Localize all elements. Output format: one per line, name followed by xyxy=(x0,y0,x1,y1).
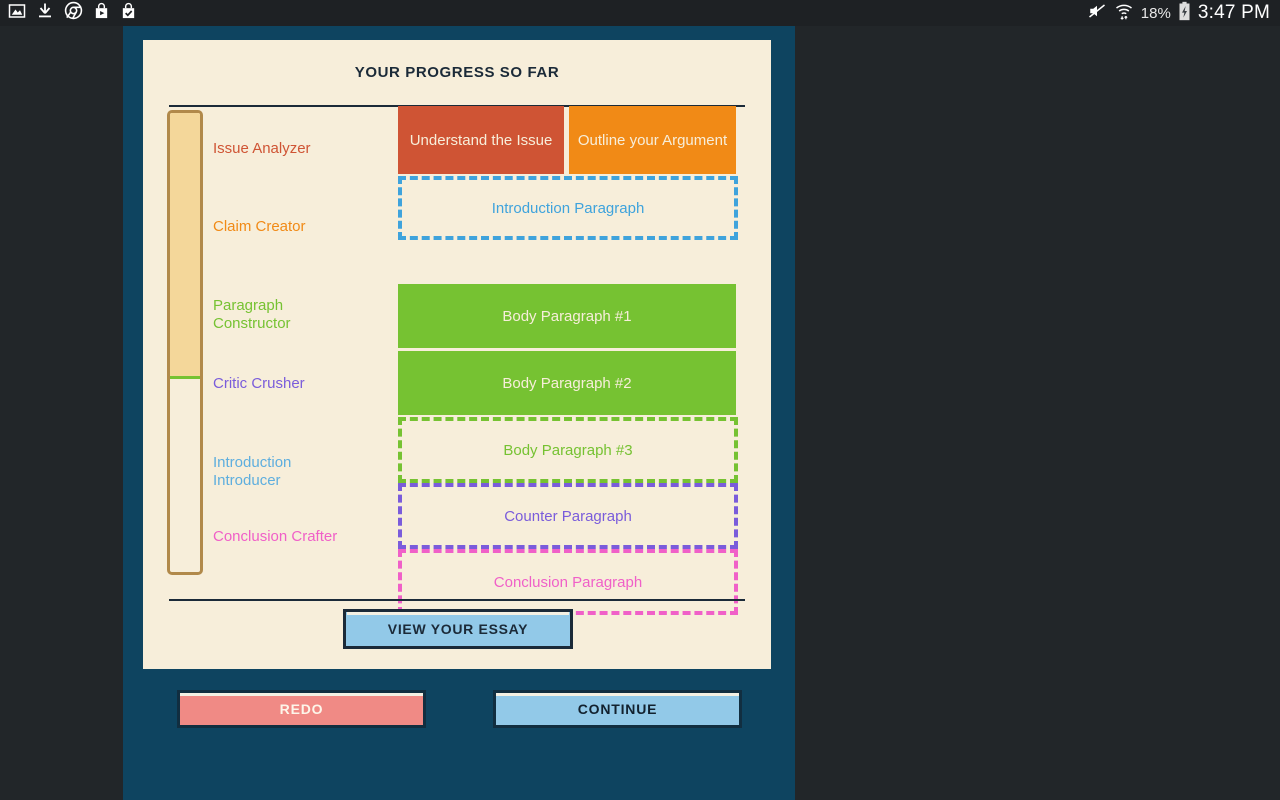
status-bar-clock: 3:47 PM xyxy=(1197,2,1270,23)
stage-label-line: Constructor xyxy=(213,315,291,332)
stage-label-line: Issue Analyzer xyxy=(213,140,311,157)
download-icon xyxy=(36,2,54,25)
stage-label-line: Paragraph xyxy=(213,297,284,314)
photo-icon xyxy=(8,2,26,25)
status-bar-system-icons: 18% 3:47 PM xyxy=(1087,1,1280,26)
view-essay-button[interactable]: VIEW YOUR ESSAY xyxy=(343,609,573,649)
redo-button[interactable]: REDO xyxy=(177,690,426,728)
essay-block-complete[interactable]: Body Paragraph #1 xyxy=(398,284,736,348)
essay-block-complete[interactable]: Outline your Argument xyxy=(569,106,736,174)
battery-percent-label: 18% xyxy=(1140,4,1171,22)
essay-block-pending[interactable]: Counter Paragraph xyxy=(398,483,738,549)
stage-label-line: Introducer xyxy=(213,472,281,489)
stage-label-line: Claim Creator xyxy=(213,218,306,235)
battery-charging-icon xyxy=(1178,1,1191,26)
essay-block-pending[interactable]: Introduction Paragraph xyxy=(398,176,738,240)
progress-bar-fill xyxy=(170,113,200,380)
continue-button[interactable]: CONTINUE xyxy=(493,690,742,728)
divider-bottom xyxy=(169,599,745,601)
app-installed-icon xyxy=(120,2,137,25)
stage-label-line: Introduction xyxy=(213,454,292,471)
page-title: YOUR PROGRESS SO FAR xyxy=(354,64,560,81)
stage-label-line: Critic Crusher xyxy=(213,375,305,392)
progress-bar-track xyxy=(167,110,203,575)
essay-block-complete[interactable]: Body Paragraph #2 xyxy=(398,351,736,415)
play-store-icon xyxy=(93,2,110,25)
status-bar-notification-icons xyxy=(0,1,137,25)
stage-label: Issue Analyzer xyxy=(213,140,393,158)
android-status-bar: 18% 3:47 PM xyxy=(0,0,1280,26)
essay-block-complete[interactable]: Understand the Issue xyxy=(398,106,564,174)
stage-label: Claim Creator xyxy=(213,218,393,236)
essay-block-pending[interactable]: Body Paragraph #3 xyxy=(398,417,738,483)
wifi-icon xyxy=(1114,2,1134,25)
chrome-icon xyxy=(64,1,83,25)
essay-block-pending[interactable]: Conclusion Paragraph xyxy=(398,549,738,615)
stage-label: Critic Crusher xyxy=(213,375,393,393)
mute-icon xyxy=(1087,2,1107,25)
stage-label: Conclusion Crafter xyxy=(213,528,393,546)
stage-label-line: Conclusion Crafter xyxy=(213,528,338,545)
